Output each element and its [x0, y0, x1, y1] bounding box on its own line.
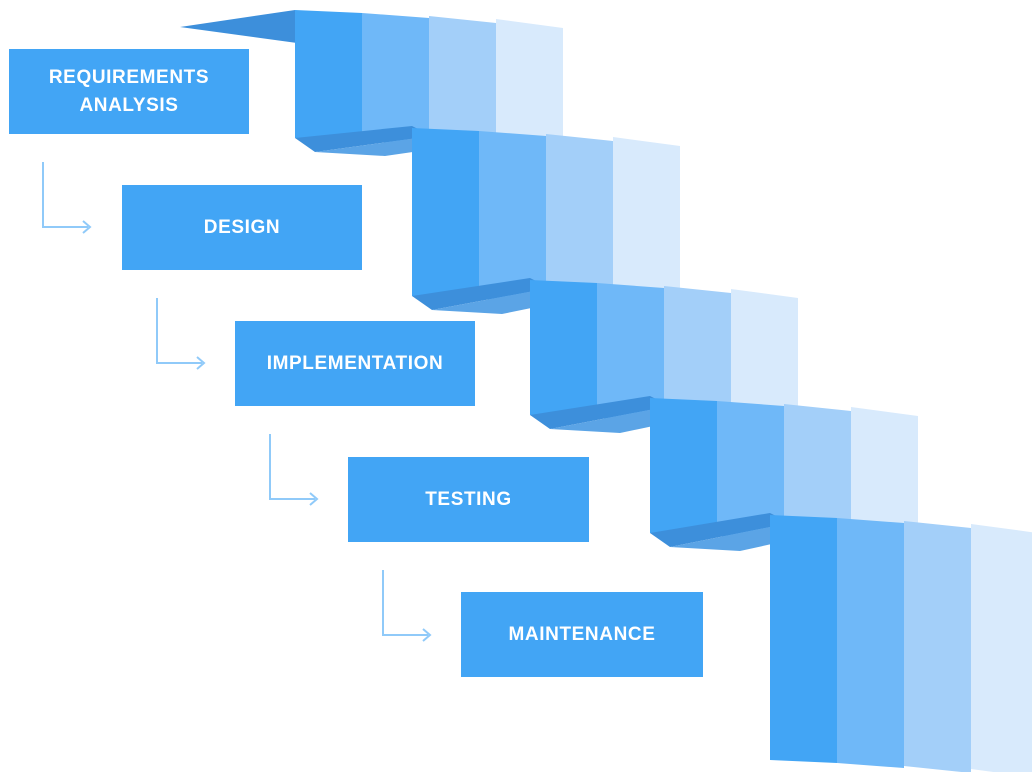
stair-column: [837, 518, 904, 768]
stair-column: [904, 521, 971, 772]
stair-ledge: [650, 513, 790, 547]
phase-requirements-analysis: REQUIREMENTS ANALYSIS: [9, 49, 249, 134]
phase-design: DESIGN: [122, 185, 362, 270]
stair-column: [851, 407, 918, 551]
stair-column: [362, 13, 429, 146]
stair-column: [295, 10, 362, 141]
connector-arrow-icon: [382, 570, 432, 642]
stair-column: [784, 404, 851, 546]
stair-column: [412, 128, 479, 299]
connector-arrow-icon: [156, 298, 206, 370]
stair-step: [530, 280, 798, 433]
phase-label: MAINTENANCE: [508, 623, 656, 645]
connector-arrow-icon: [42, 162, 92, 234]
stair-column: [731, 289, 798, 433]
stair-column: [971, 524, 1032, 772]
stair-column: [479, 131, 546, 304]
connector-arrow-icon: [269, 434, 319, 506]
phase-label: DESIGN: [203, 216, 281, 238]
stair-ledge: [412, 278, 550, 310]
phase-label: TESTING: [425, 488, 512, 510]
phase-label: REQUIREMENTS ANALYSIS: [48, 66, 210, 116]
stair-column: [770, 515, 837, 763]
stair-column: [597, 283, 664, 423]
stair-tip: [180, 10, 297, 43]
stair-step: [295, 10, 563, 156]
stair-ledge: [295, 126, 432, 152]
phase-testing: TESTING: [348, 457, 589, 542]
phase-maintenance: MAINTENANCE: [461, 592, 703, 677]
stair-step: [412, 128, 680, 314]
phase-label: IMPLEMENTATION: [266, 352, 444, 374]
stair-column: [546, 134, 613, 309]
stair-column: [650, 398, 717, 536]
stair-column: [429, 16, 496, 151]
stair-column: [717, 401, 784, 541]
stair-step: [650, 398, 918, 551]
stair-column: [664, 286, 731, 428]
stair-column: [613, 137, 680, 314]
stair-column: [530, 280, 597, 418]
phase-implementation: IMPLEMENTATION: [235, 321, 475, 406]
stair-ledge: [530, 396, 670, 429]
stair-column: [496, 19, 563, 156]
stair-step: [770, 515, 1032, 772]
